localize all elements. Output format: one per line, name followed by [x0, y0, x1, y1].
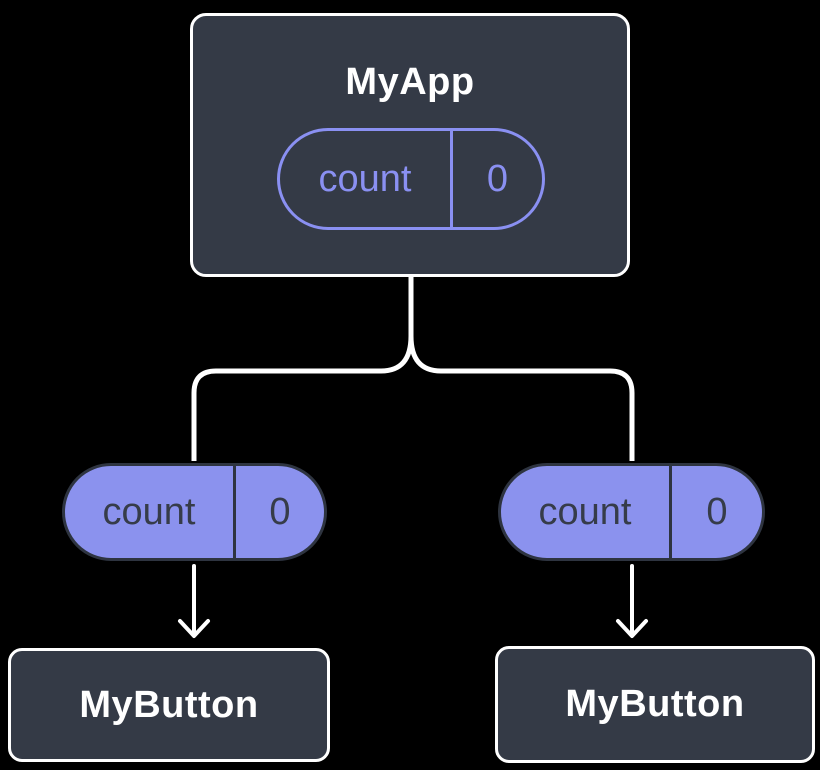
state-value-label: 0 [486, 157, 509, 200]
branch-line-left [191, 277, 414, 461]
state-name-label: count [280, 131, 453, 227]
branch-line-right [408, 277, 635, 461]
child-node-mybutton-left: MyButton [8, 648, 330, 762]
prop-pill-left: count 0 [62, 463, 327, 561]
prop-value-label: 0 [269, 490, 291, 533]
prop-pill-right: count 0 [498, 463, 765, 561]
child-node-title: MyButton [79, 683, 259, 726]
arrow-down-icon [178, 564, 210, 638]
root-state-pill: count 0 [277, 128, 545, 230]
prop-value-label: 0 [706, 490, 728, 533]
child-node-title: MyButton [565, 683, 745, 725]
root-node-title: MyApp [345, 61, 475, 103]
prop-name-label: count [65, 466, 236, 558]
prop-name-label: count [501, 466, 672, 558]
child-node-mybutton-right: MyButton [495, 646, 815, 763]
arrow-down-icon [616, 564, 648, 638]
root-node-myapp: MyApp count 0 [190, 13, 630, 277]
